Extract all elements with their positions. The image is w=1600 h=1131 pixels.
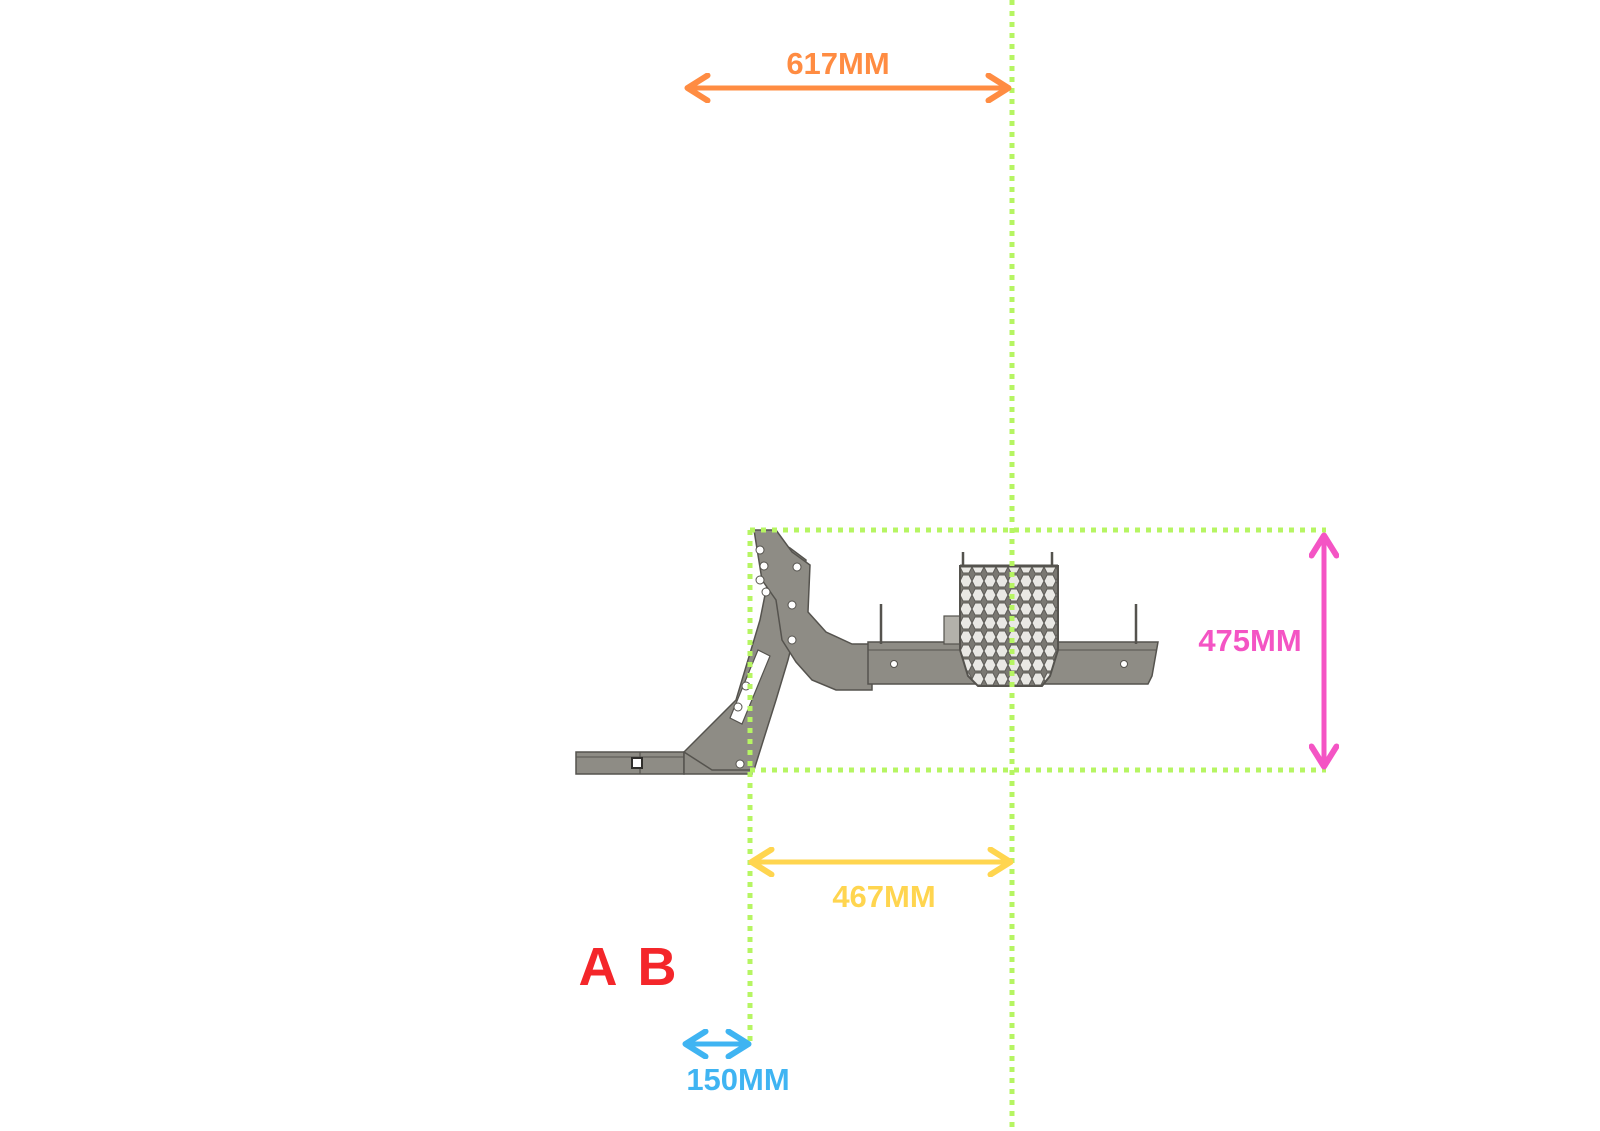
bottom-width-label: 467MM xyxy=(832,879,935,914)
height-label: 475MM xyxy=(1198,623,1301,658)
marker-a: A xyxy=(579,937,618,997)
marker-b: B xyxy=(638,937,677,997)
guide-lines xyxy=(747,0,1326,1131)
top-width-label: 617MM xyxy=(786,46,889,81)
offset-label: 150MM xyxy=(686,1062,789,1097)
bracket-assembly-icon xyxy=(575,529,1159,775)
